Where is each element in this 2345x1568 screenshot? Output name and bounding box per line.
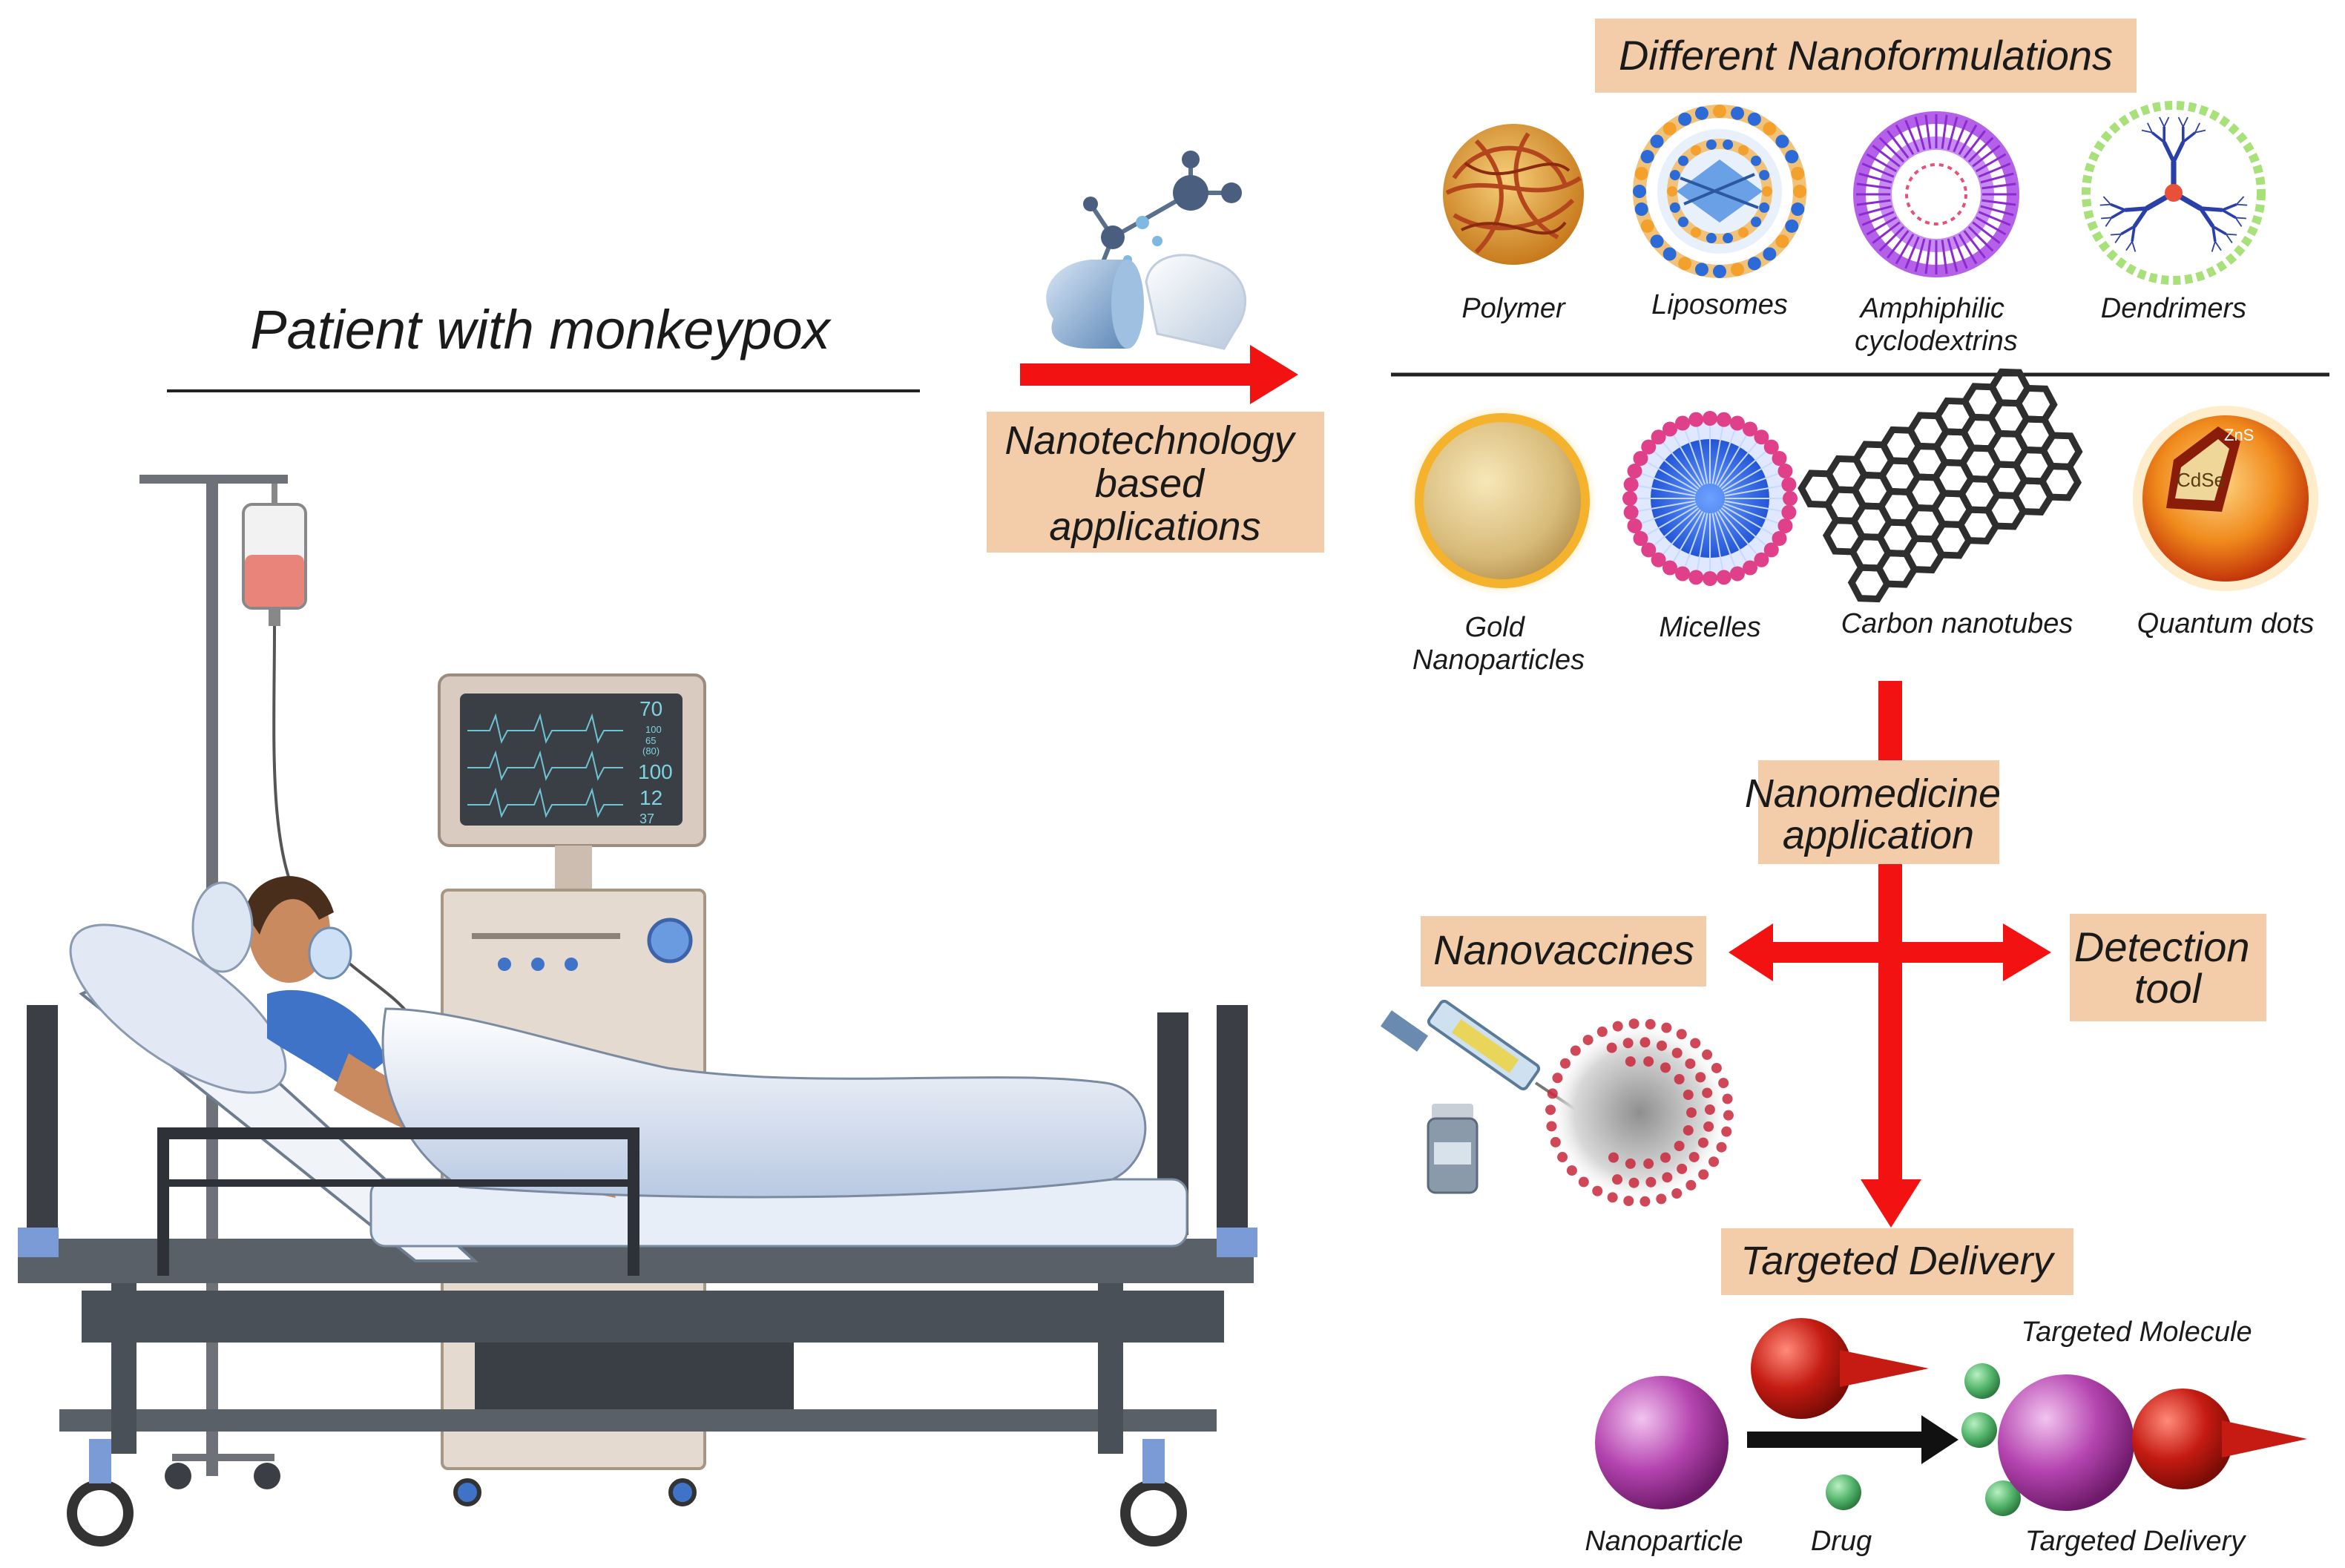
nanomedicine-panel: Nanomedicine application Nanovaccines De… xyxy=(1380,681,2266,1228)
dendrimer-icon xyxy=(2082,101,2266,285)
detection-label-line1: Detection xyxy=(2074,923,2250,970)
quantum-dot-icon: ZnS CdSe xyxy=(2133,406,2318,591)
nanomedicine-label: Nanomedicine application xyxy=(1745,771,2012,857)
gold-nanoparticle-icon xyxy=(1407,406,1597,596)
nanotech-label-line2: based xyxy=(1095,461,1206,506)
carbon-nanotube-icon xyxy=(1798,368,2083,603)
nanoformulations-header-box xyxy=(1595,19,2137,93)
monitor-reading-bp-bottom: 65 xyxy=(645,735,656,746)
nanotech-label-line3: applications xyxy=(1049,504,1260,549)
quantum-core-label: CdSe xyxy=(2177,469,2225,491)
nanotech-label: Nanotechnology based applications xyxy=(1004,418,1305,549)
nanovaccine-particle-icon xyxy=(1545,1018,1734,1207)
nanomedicine-label-line1: Nanomedicine xyxy=(1745,771,2001,816)
nanomedicine-label-line2: application xyxy=(1783,813,1974,857)
amphiphilic-label-line1: Amphiphilic xyxy=(1859,293,2004,324)
nanotech-label-line1: Nanotechnology xyxy=(1004,418,1296,463)
detection-label-box xyxy=(2070,914,2266,1021)
micelle-icon xyxy=(1622,411,1798,586)
liposome-icon xyxy=(1633,105,1806,278)
nanovaccines-label-box xyxy=(1421,916,1706,986)
polymer-label: Polymer xyxy=(1461,293,1566,324)
monitor-reading-bp-mean: (80) xyxy=(642,745,660,757)
cyclodextrin-icon xyxy=(1853,111,2019,277)
syringe-icon xyxy=(1380,999,1582,1114)
gold-label-line1: Gold xyxy=(1465,612,1526,643)
targeted-delivery-panel: Targeted Delivery Nanoparticle Drug Targ… xyxy=(1585,1228,2307,1557)
oxygen-mask xyxy=(308,926,352,980)
nanomedicine-label-box xyxy=(1758,760,1999,864)
quantum-shell-label: ZnS xyxy=(2224,426,2254,444)
right-arrow xyxy=(1020,345,1298,404)
reaction-arrow xyxy=(1747,1415,1958,1464)
nanovaccines-label: Nanovaccines xyxy=(1433,926,1694,973)
capsule-icon xyxy=(1046,254,1247,350)
horizontal-arrow-shaft xyxy=(1766,942,2003,963)
targeted-complex xyxy=(1961,1363,2307,1516)
amphiphilic-label-line2: cyclodextrins xyxy=(1855,326,2018,357)
patient-panel: Patient with monkeypox 70 100 65 (80) xyxy=(18,299,1257,1546)
targeted-delivery-header: Targeted Delivery xyxy=(1740,1239,2055,1283)
micelles-label: Micelles xyxy=(1659,612,1760,643)
drug-label: Drug xyxy=(1811,1526,1872,1557)
patient-title: Patient with monkeypox xyxy=(250,299,832,360)
targeted-delivery-label-box xyxy=(1721,1228,2073,1295)
right-arrow-head xyxy=(2003,923,2051,981)
vertical-arrow-shaft xyxy=(1878,681,1902,1200)
monitor-reading-heart: 70 xyxy=(639,697,662,720)
down-arrow-head xyxy=(1861,1179,1921,1228)
nanoformulations-panel: Different Nanoformulations Polymer Lipos… xyxy=(1391,19,2329,676)
bed-blanket xyxy=(381,1007,1147,1199)
targeted-molecule-label: Targeted Molecule xyxy=(2021,1317,2252,1348)
nanoparticle-sphere xyxy=(1595,1376,1729,1509)
monitor-screen xyxy=(460,694,683,826)
monitor-reading-resp: 12 xyxy=(639,786,662,809)
nanotech-center: Nanotechnology based applications xyxy=(987,151,1324,553)
polymer-icon xyxy=(1443,124,1584,265)
monitor-reading-temp: 37 xyxy=(639,811,654,826)
amphiphilic-label: Amphiphilic cyclodextrins xyxy=(1855,293,2018,357)
dendrimers-label: Dendrimers xyxy=(2101,293,2246,324)
vaccine-vial-icon xyxy=(1427,1104,1479,1194)
liposomes-label: Liposomes xyxy=(1651,289,1788,320)
monitor-reading-spo2: 100 xyxy=(638,760,673,783)
gold-label-line2: Nanoparticles xyxy=(1412,645,1585,676)
detection-label-line2: tool xyxy=(2134,965,2203,1012)
hospital-bed xyxy=(18,876,1257,1546)
nanoformulations-header: Different Nanoformulations xyxy=(1619,32,2113,79)
nanoparticle-label: Nanoparticle xyxy=(1585,1526,1743,1557)
nanotech-label-box xyxy=(987,412,1324,553)
drug-particle xyxy=(1826,1475,1861,1510)
carbon-label: Carbon nanotubes xyxy=(1841,608,2073,639)
quantum-label: Quantum dots xyxy=(2137,608,2315,639)
left-arrow-head xyxy=(1729,923,1773,981)
monitor-reading-bp-top: 100 xyxy=(645,724,662,735)
detection-label: Detection tool xyxy=(2074,923,2261,1012)
gold-label: Gold Nanoparticles xyxy=(1412,612,1585,676)
targeted-delivery-result-label: Targeted Delivery xyxy=(2025,1526,2246,1557)
drug-molecule-icon xyxy=(1751,1318,1929,1419)
